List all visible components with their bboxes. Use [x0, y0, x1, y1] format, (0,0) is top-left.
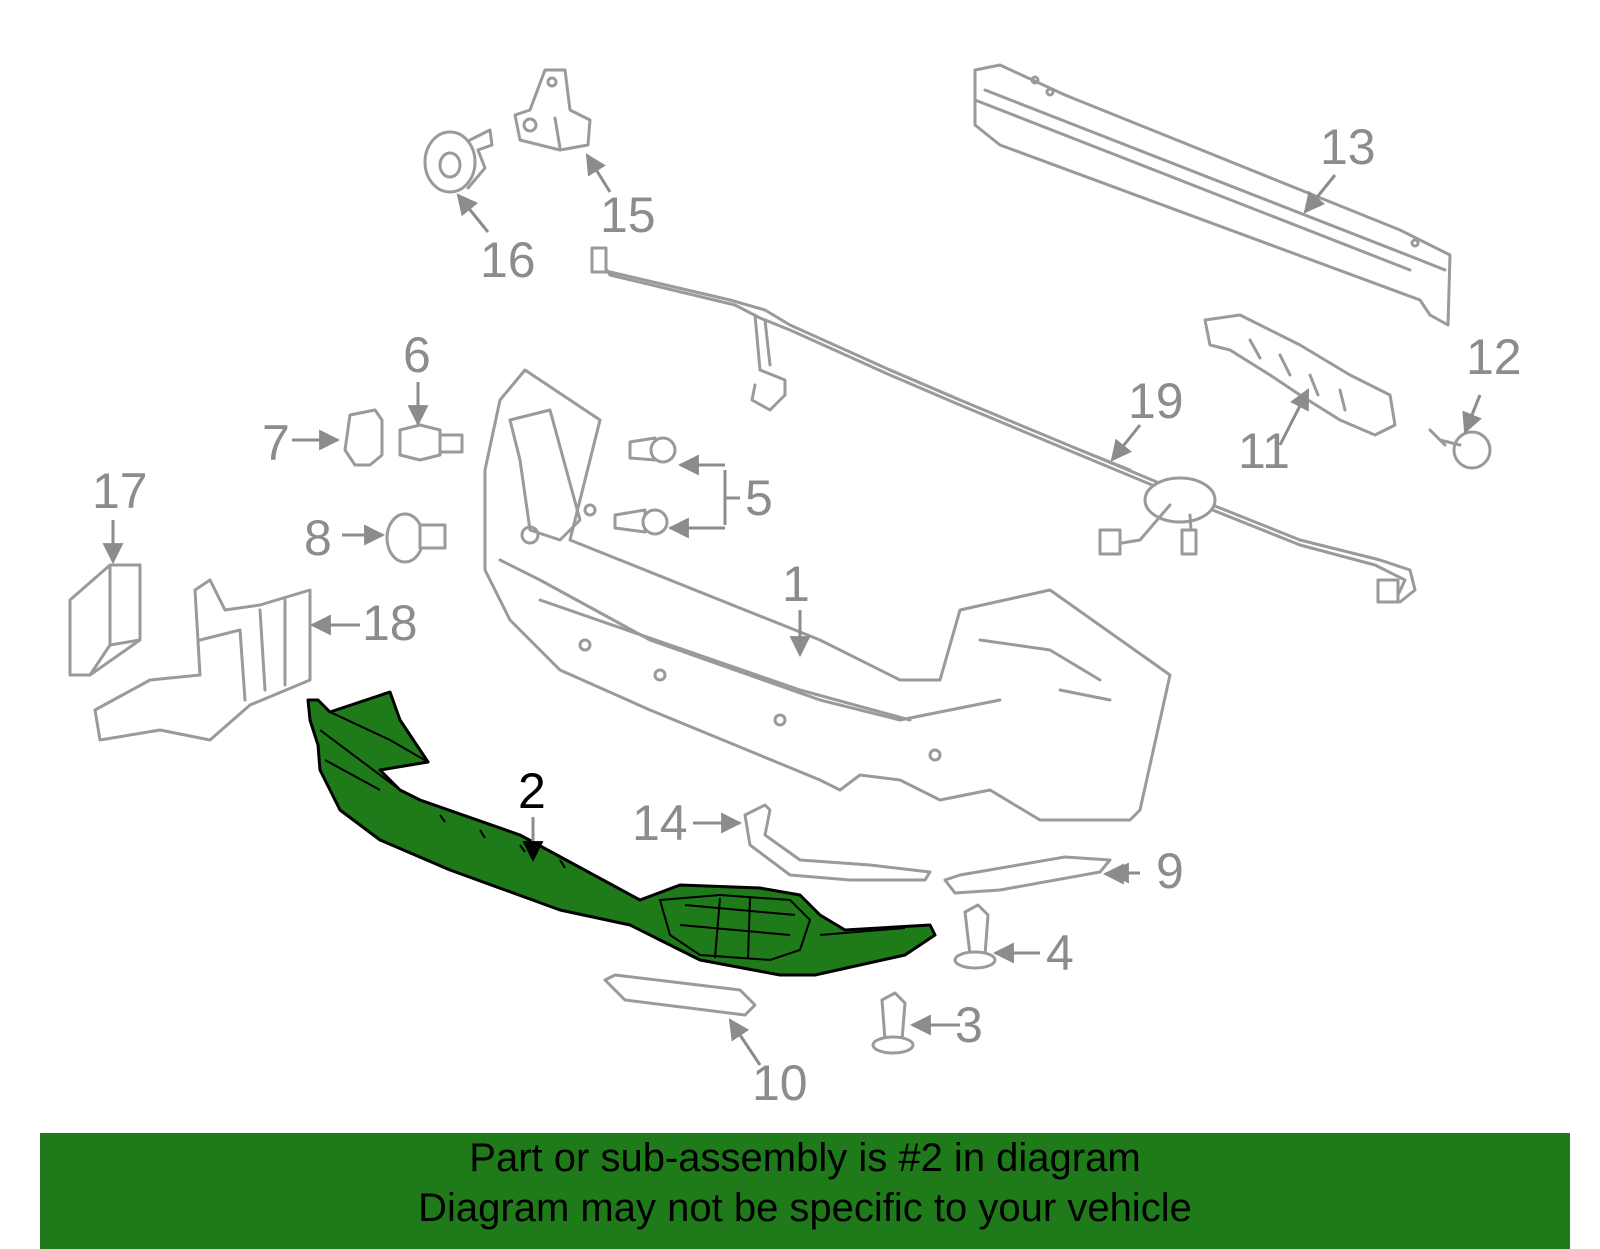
- part-14-reflector-trim: [743, 803, 932, 882]
- part-6-bolt: [398, 423, 464, 462]
- part-8-clip: [385, 512, 447, 564]
- part-10-reflector: [603, 973, 757, 1017]
- callout-10: 10: [752, 1055, 808, 1111]
- callout-18: 18: [362, 595, 418, 651]
- callout-7: 7: [262, 415, 290, 471]
- callout-14: 14: [632, 795, 688, 851]
- callout-3: 3: [955, 997, 983, 1053]
- part-1-bumper-cover: [483, 368, 1172, 822]
- part-17-sensor-module: [68, 563, 142, 677]
- banner-line-2: Diagram may not be specific to your vehi…: [418, 1186, 1192, 1230]
- part-11-bracket: [1203, 313, 1397, 437]
- part-5-bolts: [613, 436, 677, 536]
- part-3-clip: [871, 991, 915, 1055]
- part-9-trim: [943, 855, 1112, 895]
- part-4-clip: [953, 903, 997, 970]
- callout-16: 16: [480, 232, 536, 288]
- callout-9: 9: [1156, 843, 1184, 899]
- callout-15: 15: [600, 187, 656, 243]
- callout-6: 6: [403, 327, 431, 383]
- callout-17: 17: [92, 463, 148, 519]
- info-banner: Part or sub-assembly is #2 in diagram Di…: [40, 1133, 1570, 1249]
- callout-13: 13: [1320, 119, 1376, 175]
- callout-2: 2: [518, 763, 546, 819]
- callout-12: 12: [1466, 329, 1522, 385]
- part-13-reinforcement-beam: [973, 63, 1452, 327]
- banner-line-1: Part or sub-assembly is #2 in diagram: [469, 1136, 1141, 1180]
- part-7-cap: [343, 408, 384, 467]
- callout-labels: 1 2 3 4 5 6 7 8 9 10 11 12 13 14 15 16 1…: [92, 119, 1522, 1111]
- callout-11: 11: [1238, 423, 1290, 479]
- part-12-screw: [1428, 428, 1492, 470]
- part-19-wire-harness: [590, 246, 1417, 604]
- callout-1: 1: [782, 556, 810, 612]
- part-16-clip: [423, 128, 494, 194]
- callout-4: 4: [1046, 925, 1074, 981]
- callout-8: 8: [304, 510, 332, 566]
- leader-lines: [102, 153, 1482, 1066]
- part-15-bracket: [513, 68, 592, 152]
- part-2-lower-garnish-highlighted: [306, 690, 937, 977]
- callout-5: 5: [745, 470, 773, 526]
- callout-19: 19: [1128, 373, 1184, 429]
- part-18-bracket: [93, 578, 312, 742]
